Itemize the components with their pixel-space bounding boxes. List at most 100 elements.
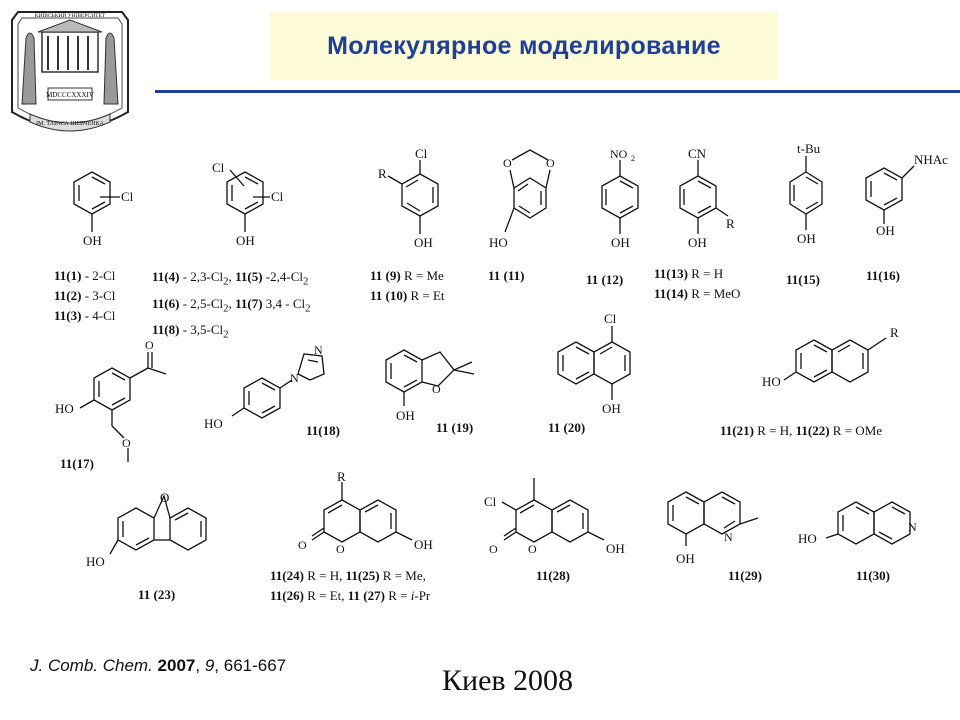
university-emblem-icon: MDCCCXXXIV ІМ. ТАРАСА ШЕВЧЕНКА КИЇВСЬКИЙ… [11,11,129,132]
svg-text:HO: HO [55,401,74,416]
caption-methylquinolinol: 11(29) [728,566,762,586]
reference-year: 2007 [157,656,196,675]
compound-number: 11(16) [866,268,900,283]
compound-number: 11(15) [786,272,820,287]
compound-number: 11(14) [654,286,688,301]
svg-text:HO: HO [489,235,508,250]
svg-text:O: O [160,490,169,505]
caption-dibenzofuranol: 11 (23) [138,585,175,605]
svg-text:O: O [546,156,555,170]
svg-text:O: O [122,436,131,450]
molecule-methylquinolinol: N OH [667,491,759,566]
svg-text:NO: NO [610,147,628,161]
compound-number: 11(5) [235,269,263,284]
caption-text: R = H [687,266,724,281]
compound-number: 11 (23) [138,587,176,602]
molecule-acetyl-phenol: O HO O [55,338,167,462]
caption-chloro-methylcoumarin: 11(28) [536,566,570,586]
svg-text:OH: OH [688,235,707,250]
caption-line: 11 (23) [138,585,175,605]
molecule-acetamidophenol: NHAc OH [865,152,948,238]
svg-text:Cl: Cl [121,189,134,204]
caption-text: 2 [302,275,309,288]
compound-number: 11(24) [270,568,304,583]
slide-title: Молекулярное моделирование [327,31,721,60]
compound-number: 11(29) [728,568,762,583]
caption-line: 11(28) [536,566,570,586]
svg-text:КИЇВСЬКИЙ УНІВЕРСИТЕТ: КИЇВСЬКИЙ УНІВЕРСИТЕТ [35,11,106,19]
caption-line: 11(24) R = H, 11(25) R = Me, [270,566,430,586]
caption-line: 11(29) [728,566,762,586]
svg-text:ІМ. ТАРАСА ШЕВЧЕНКА: ІМ. ТАРАСА ШЕВЧЕНКА [36,121,104,127]
compound-number: 11(6) [152,295,180,311]
svg-text:N: N [908,520,917,534]
caption-text: - 3,5-Cl [179,322,224,338]
caption-isoquinolinol: 11(30) [856,566,890,586]
svg-text:R: R [378,166,387,181]
molecule-chloro-methylcoumarin: Cl O O OH [484,478,625,556]
svg-text:R: R [726,216,735,231]
title-box: Молекулярное моделирование [270,12,778,80]
caption-line: 11(30) [856,566,890,586]
compound-number: 11 (19) [436,420,474,435]
caption-line: 11(18) [306,421,340,441]
svg-text:O: O [298,538,307,552]
caption-line: 11(2) - 3-Cl [54,286,115,306]
caption-sesamol: 11 (11) [488,266,524,286]
svg-text:t-Bu: t-Bu [797,141,821,156]
molecule-dibenzofuranol: O HO [86,490,207,569]
reference-citation: J. Comb. Chem. 2007, 9, 661-667 [30,656,287,675]
caption-line: 11 (10) R = Et [370,286,445,306]
svg-text:HO: HO [204,416,223,431]
compound-number: 11 (27) [347,588,385,603]
caption-line: 11 (20) [548,418,585,438]
svg-text:O: O [489,542,498,556]
caption-text: 2 [223,275,229,288]
caption-imidazolylphenol: 11(18) [306,421,340,441]
compound-number: 11(3) [54,308,82,323]
compound-number: 11(1) [54,268,82,283]
compound-number: 11(7) [235,295,263,311]
compound-number: 11 (12) [586,272,624,287]
caption-text: - 4-Cl [81,308,116,323]
caption-text: - 3-Cl [81,288,116,303]
caption-text: 2 [223,302,229,315]
caption-line: 11(21) R = H, 11(22) R = OMe [720,421,882,441]
svg-text:CN: CN [688,146,707,161]
caption-text: R = Me, [379,568,426,583]
caption-text: , [228,269,236,284]
compound-number: 11(8) [152,322,180,338]
molecule-nitrophenol: NO 2 OH [601,147,639,250]
svg-text:OH: OH [606,541,625,556]
caption-text: - 2-Cl [81,268,116,283]
caption-text: R = [384,588,411,603]
title-rule [155,90,960,93]
compound-number: 11(21) [720,423,754,438]
svg-text:Cl: Cl [415,146,428,161]
svg-text:2: 2 [631,154,635,163]
molecule-dihydrobenzofuranol: O OH [385,349,475,423]
caption-text: R = Me [400,268,444,283]
svg-text:N: N [290,371,299,385]
svg-text:OH: OH [876,223,895,238]
molecule-chloronaphthol: Cl OH [557,311,631,416]
caption-cyanophenols: 11(13) R = H 11(14) R = MeO [654,264,740,304]
molecule-hydroxycoumarin: R O O OH [298,469,433,556]
compound-number: 11(13) [654,266,688,281]
caption-line: 11(1) - 2-Cl [54,266,115,286]
compound-number: 11 (20) [548,420,586,435]
caption-line: 11(3) - 4-Cl [54,306,115,326]
compound-number: 11(17) [60,456,94,471]
svg-text:NHAc: NHAc [914,152,948,167]
compound-number: 11(2) [54,288,82,303]
caption-line: 11 (9) R = Me [370,266,445,286]
caption-text: - 2,5-Cl [179,295,224,311]
caption-acetyl-phenol: 11(17) [60,454,94,474]
caption-text: 2 [223,328,229,341]
caption-text: R = Et, [303,588,348,603]
molecule-cyanophenol: CN R OH [679,146,735,250]
caption-text: 2 [305,302,311,315]
svg-text:R: R [337,469,346,484]
caption-line: 11(14) R = MeO [654,284,740,304]
caption-line: 11 (12) [586,270,623,290]
